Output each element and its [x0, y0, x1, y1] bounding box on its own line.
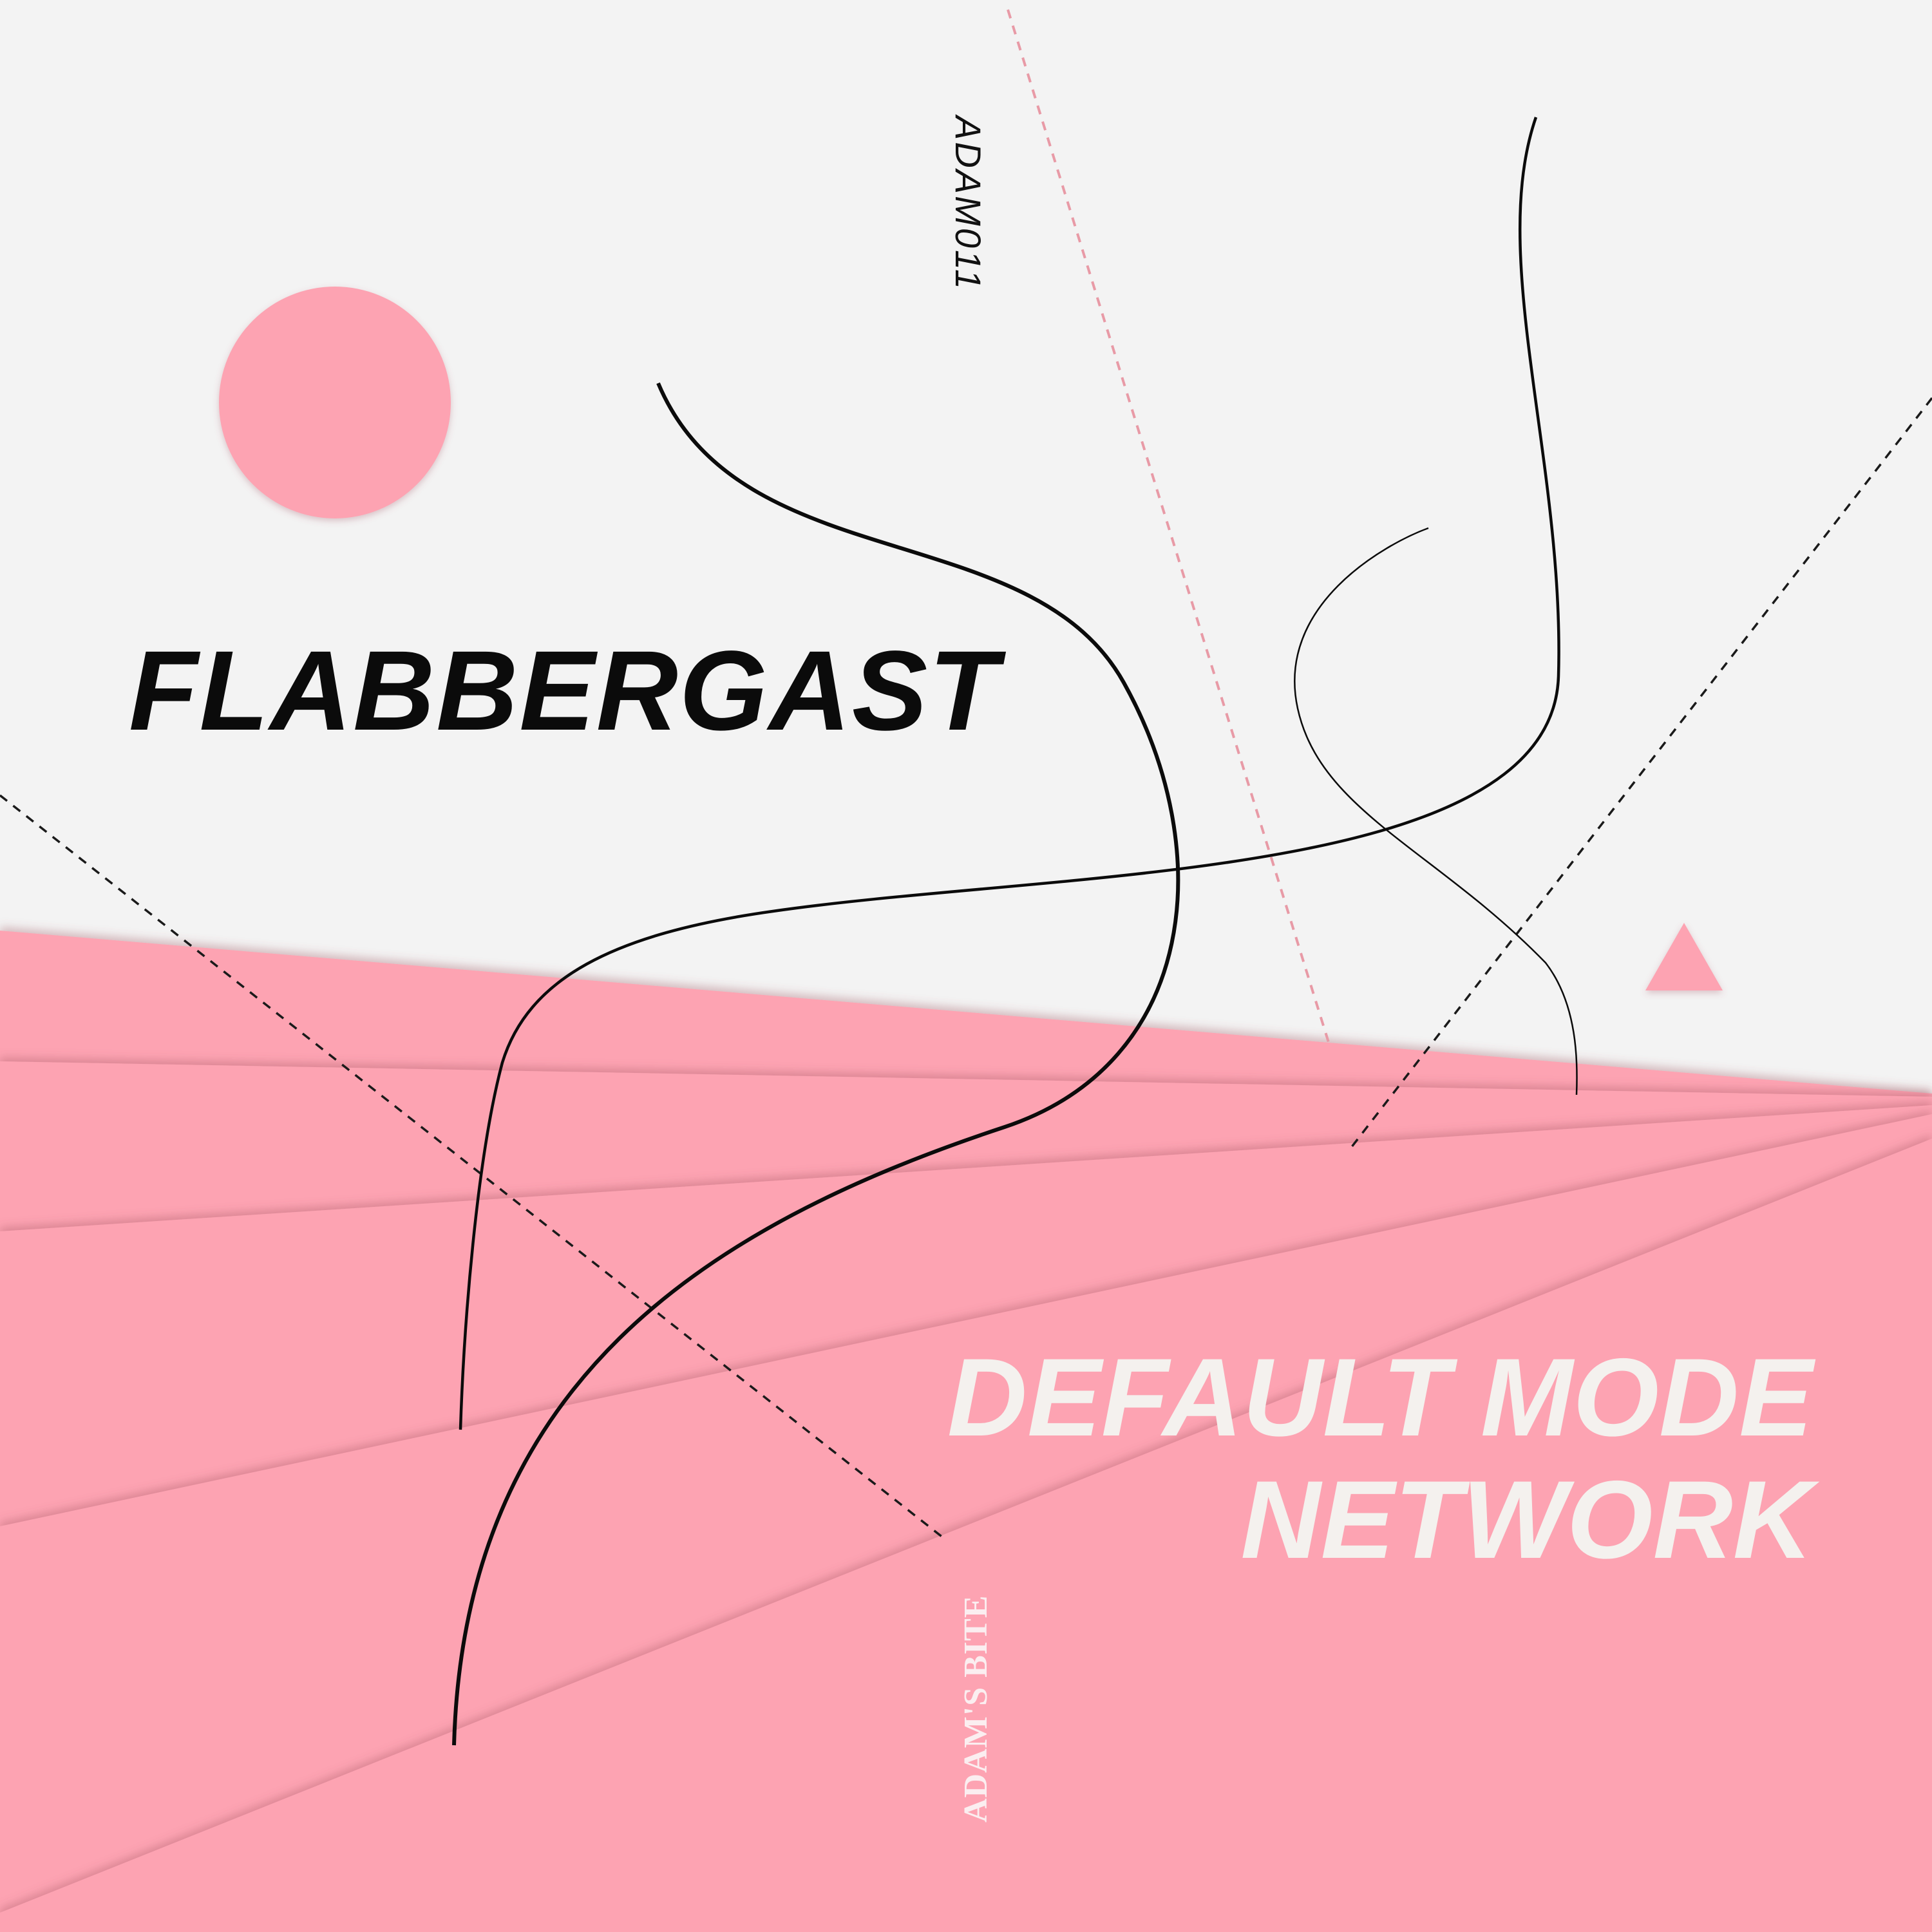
black-dashed-line-right — [1350, 397, 1932, 1149]
release-title-line-2: NETWORK — [1240, 1458, 1813, 1582]
curve-thin — [1294, 527, 1578, 1095]
pink-dashed-line — [1007, 9, 1331, 1047]
curve-main — [452, 382, 1180, 1746]
release-title: DEFAULT MODE NETWORK — [911, 1336, 1813, 1581]
curve-long — [459, 117, 1560, 1430]
paper-layer-5 — [0, 1139, 1932, 1932]
artist-name: FLABBERGAST — [129, 628, 999, 754]
pink-triangle — [1645, 923, 1723, 990]
catalog-number: ADAM011 — [948, 116, 989, 292]
paper-layers — [0, 931, 1932, 1932]
release-title-line-1: DEFAULT MODE — [947, 1336, 1813, 1459]
record-label-name: ADAM'S BITE — [958, 1595, 994, 1823]
pink-circle — [219, 287, 451, 518]
